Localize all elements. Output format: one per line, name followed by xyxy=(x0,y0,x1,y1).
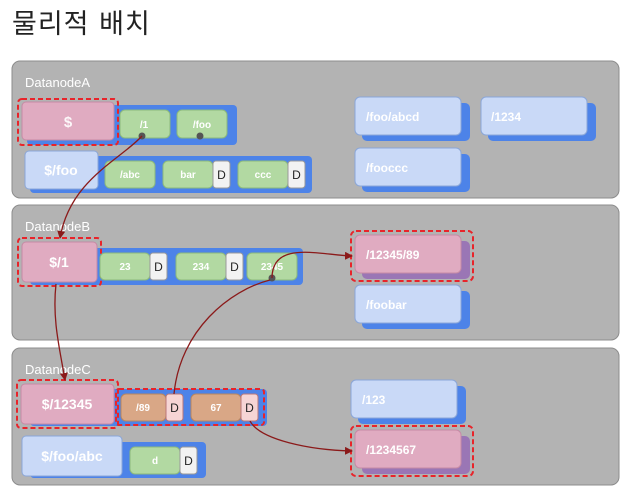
svg-text:/fooccc: /fooccc xyxy=(366,161,408,175)
arrow-2345-to-12345-89 xyxy=(271,251,353,279)
datanode-a-panel: DatanodeA $ /1 /foo $/foo /abc bar D xyxy=(11,60,620,199)
datanode-b-panel: DatanodeB $/1 23 D 234 D 2345 /12345/89 xyxy=(11,204,620,341)
deleted-marker: D xyxy=(292,168,301,182)
item-card[interactable]: /12345/89 xyxy=(350,230,474,282)
entry-chip: d xyxy=(152,456,158,467)
dir-card-1[interactable]: $/1 23 D 234 D 2345 xyxy=(17,237,303,287)
item-card[interactable]: /1234567 xyxy=(350,425,474,477)
item-card[interactable]: /1234 xyxy=(480,96,596,141)
dir-card-foo-abc[interactable]: $/foo/abc d D xyxy=(21,435,206,478)
page-title: 물리적 배치 xyxy=(12,9,151,40)
entry-chip: 2345 xyxy=(261,262,284,273)
arrow-67-to-1234567 xyxy=(249,420,353,455)
entry-chip: 234 xyxy=(193,262,210,273)
dir-card-12345[interactable]: $/12345 /89 D 67 D xyxy=(16,379,267,429)
svg-text:/12345/89: /12345/89 xyxy=(366,248,420,262)
entry-chip: ccc xyxy=(255,170,272,181)
deleted-marker: D xyxy=(170,401,179,415)
dir-name: $ xyxy=(64,114,73,131)
deleted-marker: D xyxy=(217,168,226,182)
deleted-marker: D xyxy=(230,260,239,274)
entry-chip: /foo xyxy=(193,120,211,131)
datanode-b-label: DatanodeB xyxy=(25,219,90,234)
entry-chip: 23 xyxy=(119,262,131,273)
entry-chip: bar xyxy=(180,170,196,181)
svg-text:/foobar: /foobar xyxy=(366,298,407,312)
dir-card-root[interactable]: $ /1 /foo xyxy=(17,98,237,146)
deleted-marker: D xyxy=(184,454,193,468)
item-card[interactable]: /123 xyxy=(350,379,466,424)
svg-text:/1234567: /1234567 xyxy=(366,443,416,457)
deleted-marker: D xyxy=(154,260,163,274)
datanode-a-label: DatanodeA xyxy=(25,75,90,90)
deleted-marker: D xyxy=(245,401,254,415)
dir-card-foo[interactable]: $/foo /abc bar D ccc D xyxy=(24,150,312,193)
item-card[interactable]: /fooccc xyxy=(354,147,470,192)
entry-chip: /abc xyxy=(120,170,140,181)
arrow-89-to-2345 xyxy=(173,279,271,395)
arrow-1-to-12345 xyxy=(54,283,68,381)
entry-chip: /89 xyxy=(136,403,150,414)
datanode-c-label: DatanodeC xyxy=(25,362,91,377)
dir-name: $/1 xyxy=(49,254,69,270)
entry-chip: /1 xyxy=(140,120,149,131)
svg-text:/123: /123 xyxy=(362,393,386,407)
item-card[interactable]: /foobar xyxy=(354,284,470,329)
datanode-c-panel: DatanodeC $/12345 /89 D 67 D $/foo/abc d… xyxy=(11,347,620,486)
dir-name: $/foo/abc xyxy=(41,448,103,464)
entry-chip: 67 xyxy=(210,403,222,414)
arrow-root-to-1 xyxy=(57,135,143,239)
svg-text:/1234: /1234 xyxy=(491,110,521,124)
reference-arrows xyxy=(54,135,353,455)
svg-text:/foo/abcd: /foo/abcd xyxy=(366,110,419,124)
item-card[interactable]: /foo/abcd xyxy=(354,96,470,141)
dir-name: $/foo xyxy=(44,162,77,178)
dir-name: $/12345 xyxy=(42,396,93,412)
